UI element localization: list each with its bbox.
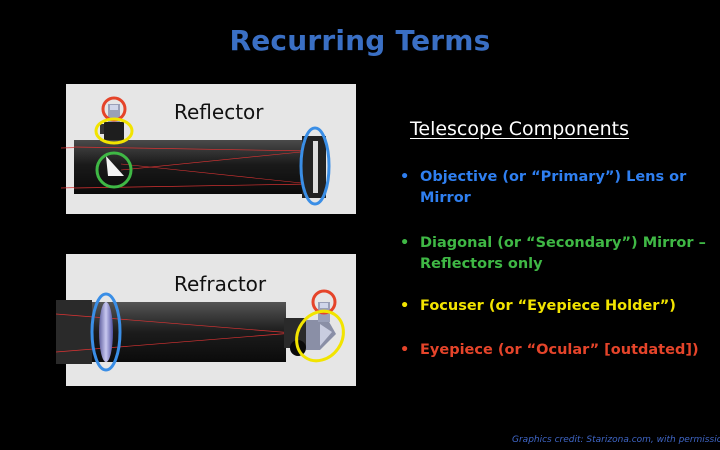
reflector-panel: Reflector [60,84,356,214]
eyepiece-ring [311,289,337,315]
objective-ring [90,292,122,372]
reflector-label: Reflector [174,100,264,124]
refractor-label: Refractor [174,272,267,296]
focuser-ring [94,117,134,145]
component-focuser: • Focuser (or “Eyepiece Holder”) [400,296,720,317]
eyepiece-cap [320,303,328,308]
component-diagonal-text: Diagonal (or “Secondary”) Mirror – Refle… [420,235,706,272]
component-objective-text: Objective (or “Primary”) Lens or Mirror [420,169,687,206]
focuser-knob [100,124,104,134]
refractor-panel: Refractor [55,254,356,386]
component-focuser-text: Focuser (or “Eyepiece Holder”) [420,298,676,314]
bullet-dot: • [400,235,410,251]
refractor-diagram [55,289,345,372]
light-ray [120,163,312,185]
component-eyepiece-text: Eyepiece (or “Ocular” [outdated]) [420,342,699,358]
slide-title: Recurring Terms [229,24,491,57]
focuser [104,122,124,140]
diagonal-mirror [106,156,124,176]
diagonal-ring [95,151,133,189]
light-ray [120,150,312,171]
light-ray [73,146,312,152]
objective-ring [299,126,331,206]
bullet-dot: • [400,298,410,314]
component-eyepiece: • Eyepiece (or “Ocular” [outdated]) [400,340,720,361]
dew-shield [56,300,92,364]
component-objective: • Objective (or “Primary”) Lens or Mirror [400,167,720,209]
light-ray [55,313,307,335]
bullet-dot: • [400,169,410,185]
graphics-credit: Graphics credit: Starizona.com, with per… [512,435,720,445]
reflector-diagram [60,96,331,206]
star-diagonal-shade [320,324,332,346]
light-ray [55,331,307,353]
primary-mirror [313,141,318,193]
eyepiece-cap [110,105,118,110]
component-diagonal: • Diagonal (or “Secondary”) Mirror – Refl… [400,233,720,275]
objective-lens [99,302,113,362]
focuser-ring [295,309,345,363]
components-heading: Telescope Components [410,118,630,140]
bullet-dot: • [400,342,410,358]
